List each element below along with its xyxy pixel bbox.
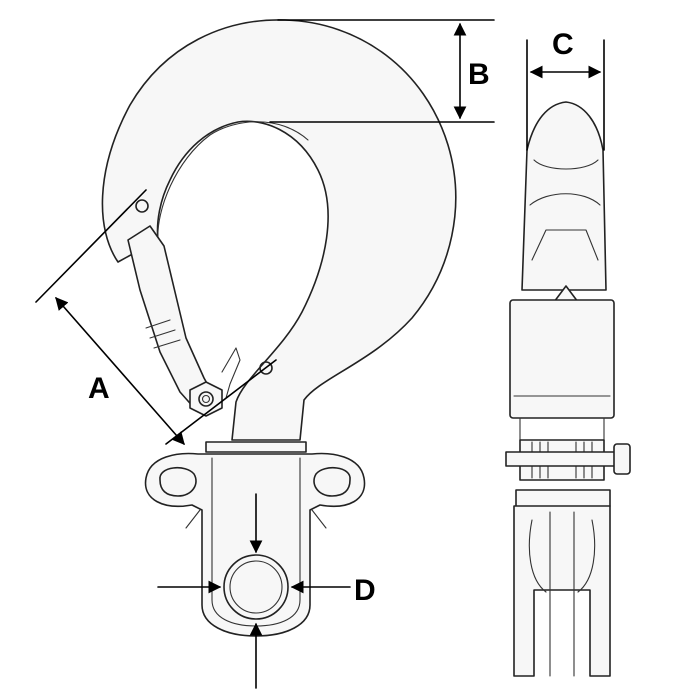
- side-hook-profile: [521, 101, 607, 291]
- latch-pivot-pin: [135, 199, 149, 213]
- left-ear-hole: [159, 467, 197, 497]
- side-cross-pin: [505, 451, 619, 467]
- dim-a-arrow: [55, 297, 185, 445]
- dim-a-label: A: [88, 372, 110, 405]
- collar-plate: [205, 441, 307, 453]
- dim-c-label: C: [552, 28, 574, 61]
- side-shank-lines: [513, 395, 611, 441]
- safety-latch: [127, 225, 215, 411]
- dim-b-label: B: [468, 58, 490, 91]
- dim-d-label: D: [354, 574, 376, 607]
- hook-throat-line: [157, 121, 309, 241]
- side-shank-block: [509, 299, 615, 419]
- hook-front-view: [101, 19, 457, 637]
- hook-side-view: [505, 101, 631, 677]
- dim-a-ext-top: [35, 189, 147, 303]
- hook-body: [101, 19, 457, 441]
- latch-spring: [221, 347, 241, 399]
- dimension-a: A: [35, 189, 277, 445]
- side-clevis: [513, 505, 611, 677]
- side-pin-nut: [613, 443, 631, 475]
- side-clevis-wheel: [528, 511, 596, 677]
- yoke-ribs: [185, 509, 327, 529]
- bottom-pin-hole: [223, 554, 289, 620]
- latch-stop-pin: [259, 361, 273, 375]
- dimension-b: B: [269, 19, 495, 123]
- dimension-d: D: [157, 493, 376, 689]
- right-ear-hole: [313, 467, 351, 497]
- bottom-pin-hole-inner: [229, 560, 283, 614]
- latch-nut: [189, 381, 223, 417]
- side-hook-detail: [529, 159, 601, 261]
- dimension-c: C: [526, 28, 605, 151]
